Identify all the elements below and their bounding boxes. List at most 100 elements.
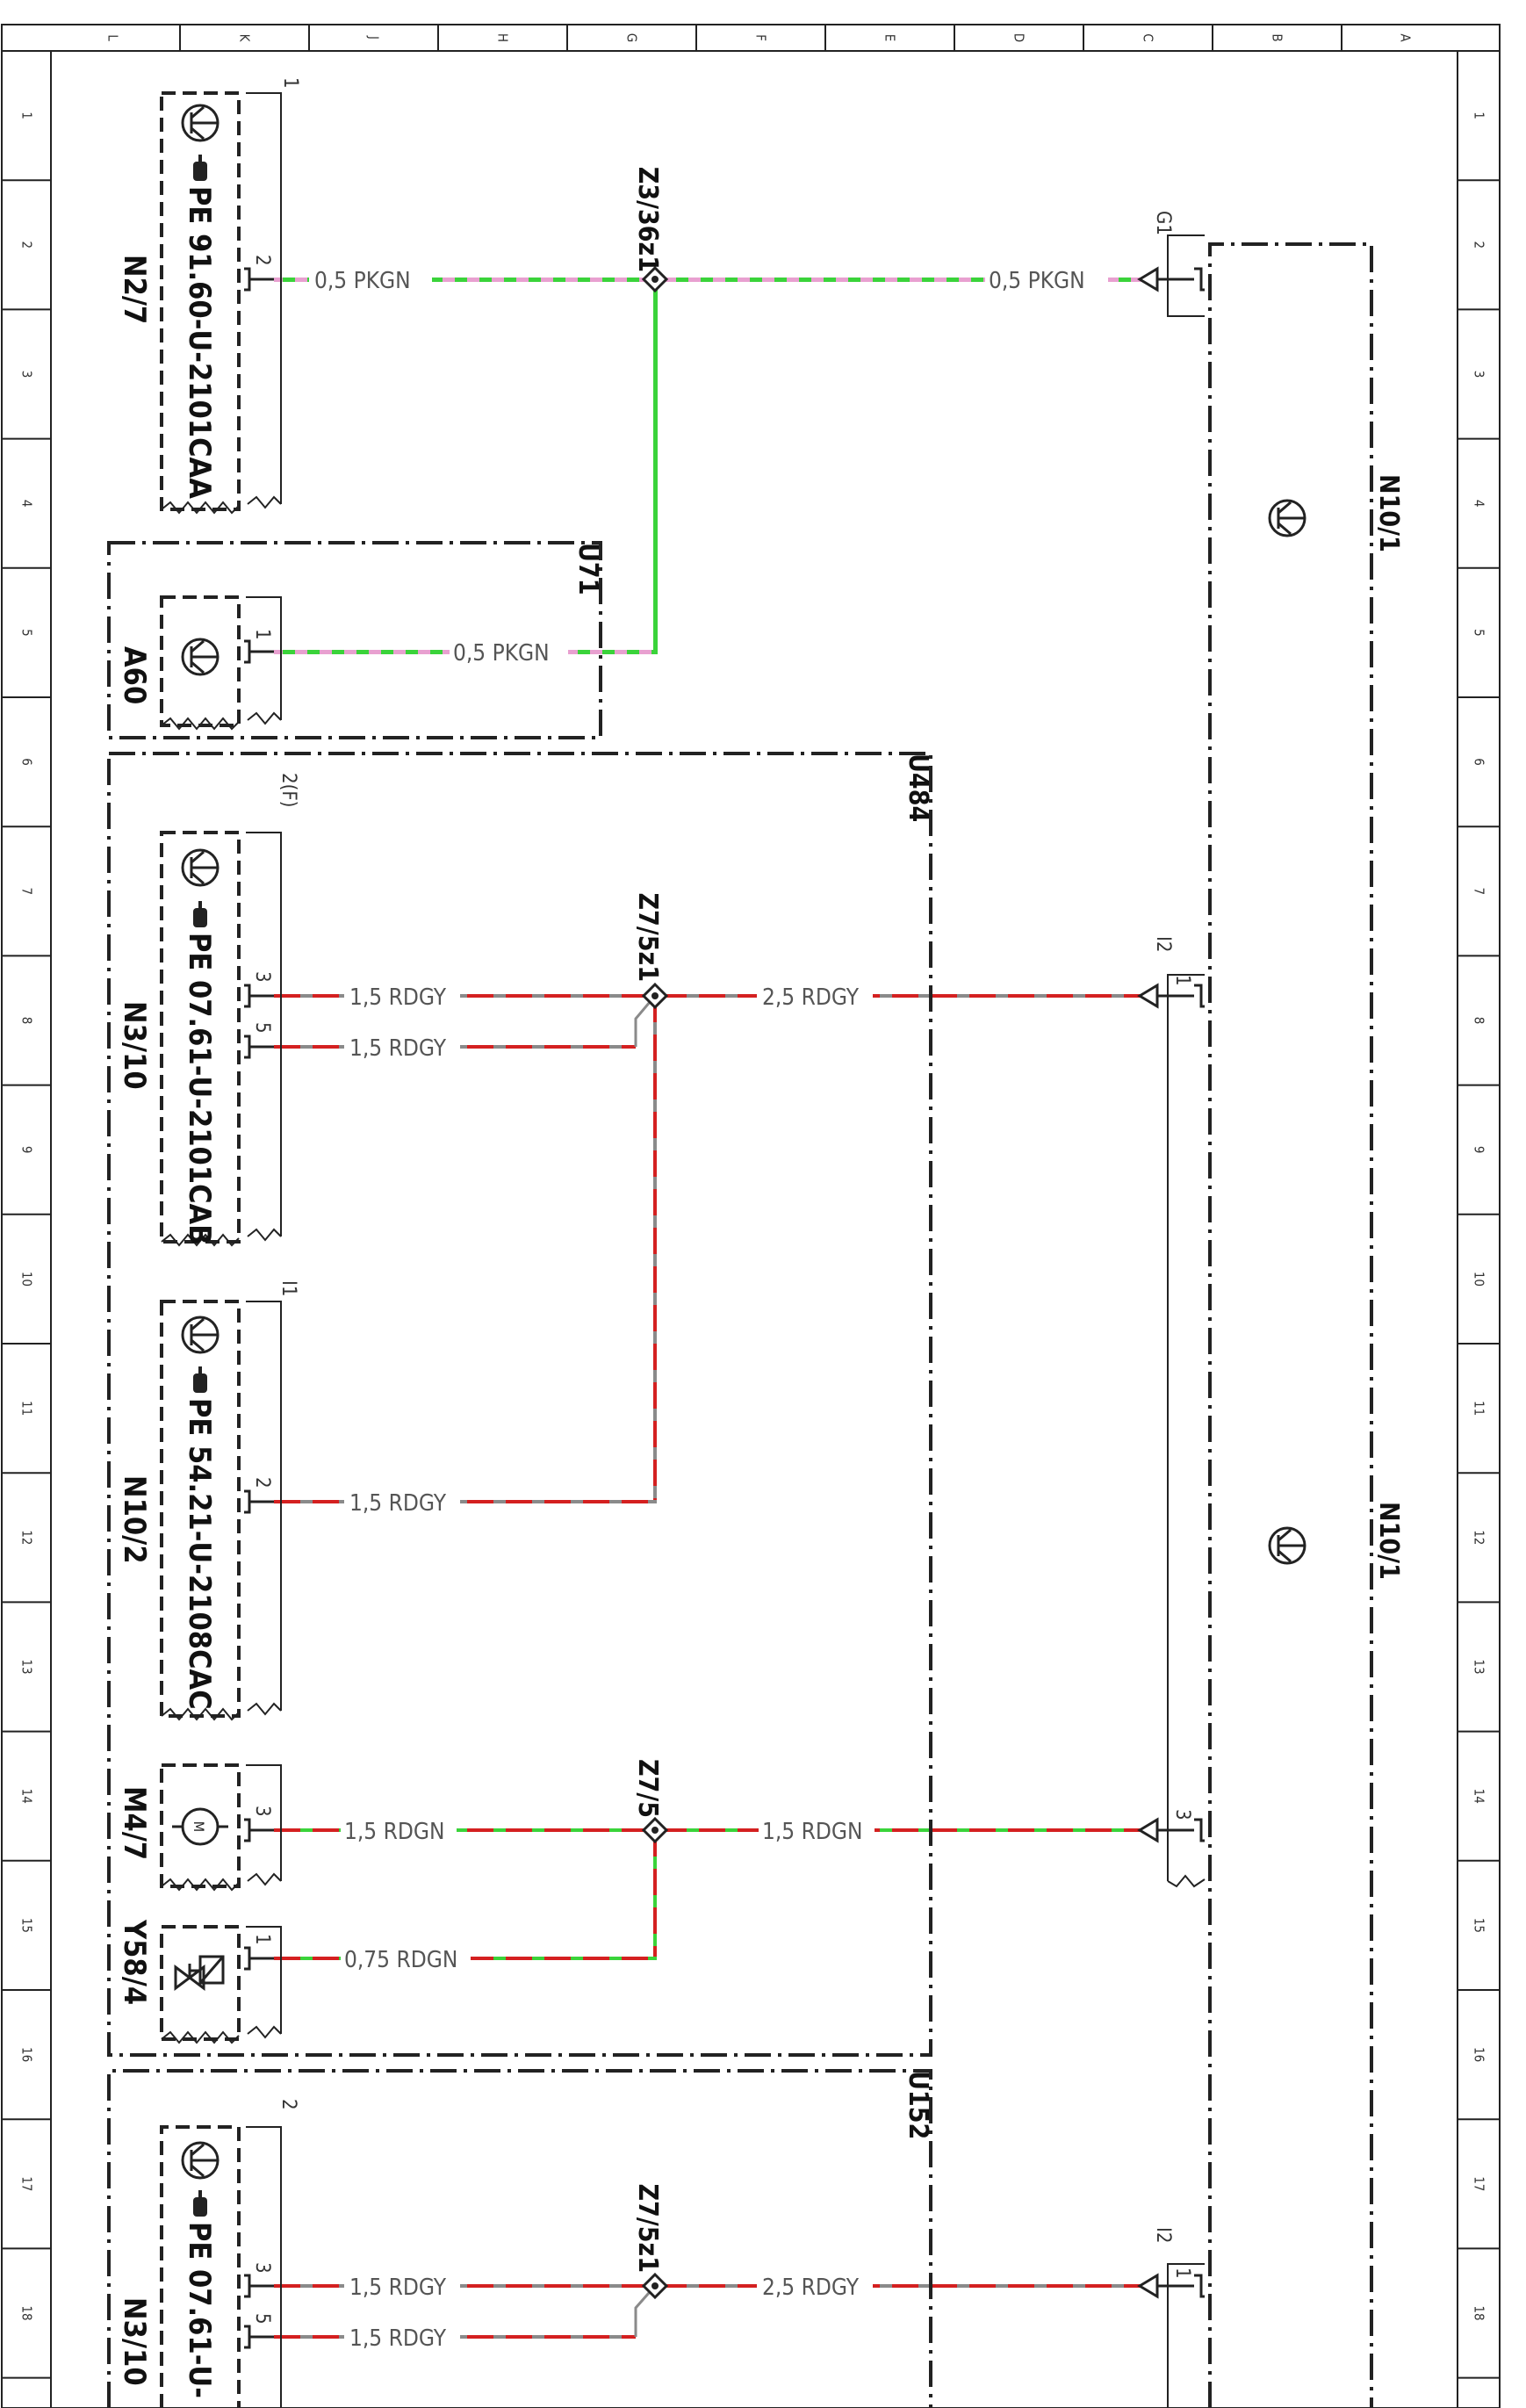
row-number: 16 <box>19 2047 35 2062</box>
wire-label: 0,75 RDGN <box>344 1947 457 1973</box>
connector-label: I1 <box>277 1280 299 1296</box>
component-id: N2/7 <box>117 255 152 324</box>
wire-z3-to-n10-1 <box>669 278 1141 282</box>
row-number: 18 <box>19 2305 35 2320</box>
row-number: 10 <box>1472 1272 1487 1287</box>
valve-icon <box>174 1955 225 1991</box>
pe-reference: PE 07.61-U-2101CAB <box>182 933 217 1245</box>
wire-label: 2,5 RDGY <box>762 2275 860 2301</box>
row-number: 5 <box>19 629 35 637</box>
row-number: 12 <box>1472 1530 1487 1545</box>
pointing-hand-icon <box>193 901 207 927</box>
column-letter: E <box>882 34 898 42</box>
splice-z7-5z1-lower: Z7/5z1 <box>632 2184 669 2300</box>
box-u71 <box>107 541 602 739</box>
row-number: 8 <box>1472 1017 1487 1025</box>
box-u152 <box>107 2069 932 2408</box>
component-id: N3/10 <box>117 2297 152 2386</box>
connector-label: 2 <box>277 2099 299 2110</box>
column-ruler: L K J H G F E D C B A <box>105 25 1414 51</box>
pe-reference: PE 07.61-U- <box>182 2222 217 2398</box>
component-id: N3/10 <box>117 1001 152 1090</box>
splice-label: Z7/5z1 <box>632 893 663 982</box>
n10-1-label-top: N10/1 <box>1373 474 1404 552</box>
row-number: 1 <box>19 112 35 119</box>
connector-label: I2 <box>1152 936 1174 952</box>
transistor-icon <box>181 848 220 887</box>
pe-reference: PE 91.60-U-2101CAA <box>182 186 217 499</box>
row-number: 6 <box>19 758 35 766</box>
n10-1-connectors <box>1167 234 1206 2408</box>
column-letter: K <box>237 34 253 43</box>
row-number: 4 <box>1472 500 1487 508</box>
box-label-u152: U152 <box>903 2071 933 2139</box>
box-n10-1 <box>1208 242 1373 2408</box>
pin-label: 2 <box>251 1477 273 1489</box>
component-id: M4/7 <box>117 1786 152 1860</box>
row-number: 6 <box>1472 758 1487 766</box>
row-number: 14 <box>1472 1789 1487 1804</box>
column-letter: J <box>366 35 382 40</box>
n10-1-label-mid: N10/1 <box>1373 1502 1404 1580</box>
row-number: 10 <box>19 1272 35 1287</box>
wire-z3-vertical <box>653 281 658 652</box>
column-letter: D <box>1011 33 1027 42</box>
wire-label: 1,5 RDGY <box>349 1490 447 1517</box>
splice-label: Z3/36z1 <box>632 167 663 272</box>
outer-frame <box>1 24 1501 2408</box>
row-number: 9 <box>19 1146 35 1154</box>
motor-icon: M <box>172 1807 228 1846</box>
column-letter: L <box>105 34 121 41</box>
column-letter: F <box>753 34 769 41</box>
transistor-icon <box>1268 1526 1306 1565</box>
pointing-hand-icon <box>193 1366 207 1393</box>
pin-label: 2 <box>251 255 273 266</box>
row-number: 3 <box>1472 371 1487 379</box>
box-label-u71: U71 <box>572 543 603 595</box>
row-number: 9 <box>1472 1146 1487 1154</box>
connector-label: 1 <box>279 77 301 89</box>
n10-1-pin-terminals <box>1137 266 1205 2299</box>
transistor-icon <box>181 1316 220 1354</box>
row-number: 5 <box>1472 629 1487 637</box>
pin-label: 1 <box>251 629 273 640</box>
wavy-edges <box>161 501 240 2044</box>
row-number: 7 <box>1472 888 1487 896</box>
pin-label: 1 <box>251 1934 273 1945</box>
wire-label: 1,5 RDGN <box>762 1819 863 1845</box>
wire-label: 0,5 PKGN <box>989 268 1085 294</box>
column-letter: A <box>1398 33 1414 42</box>
row-number: 12 <box>19 1530 35 1545</box>
pointing-hand-icon <box>193 2190 207 2217</box>
pin-label: 3 <box>251 1806 273 1817</box>
wire-label: 2,5 RDGY <box>762 984 860 1011</box>
transistor-icon <box>1268 499 1306 537</box>
wire-label: 1,5 RDGY <box>349 2275 447 2301</box>
splice-label: Z7/5 <box>632 1759 663 1818</box>
row-number: 1 <box>1472 112 1487 119</box>
pin-label: 3 <box>1171 1809 1193 1820</box>
row-number: 7 <box>19 888 35 896</box>
splice-z7-5z1-upper: Z7/5z1 <box>632 893 669 1010</box>
wire-label: 0,5 PKGN <box>453 640 550 667</box>
pin-label: 5 <box>251 2313 273 2325</box>
box-label-u484: U484 <box>903 753 933 822</box>
wire-group-rdgy-upper <box>274 994 1141 1503</box>
component-id: N10/2 <box>117 1475 152 1564</box>
row-number: 15 <box>1472 1918 1487 1933</box>
pin-label: 3 <box>251 2262 273 2274</box>
splice-z3-36z1: Z3/36z1 <box>632 167 669 293</box>
splice-label: Z7/5z1 <box>632 2184 663 2273</box>
pin-label: 3 <box>251 971 273 983</box>
row-number: 2 <box>1472 242 1487 249</box>
column-letter: H <box>495 33 511 42</box>
pin-label: 5 <box>251 1022 273 1034</box>
row-number: 18 <box>1472 2305 1487 2320</box>
wire-label: 0,5 PKGN <box>314 268 411 294</box>
column-letter: C <box>1141 33 1156 41</box>
row-number: 11 <box>1472 1401 1487 1416</box>
svg-text:M: M <box>191 1821 207 1832</box>
row-number: 14 <box>19 1789 35 1804</box>
